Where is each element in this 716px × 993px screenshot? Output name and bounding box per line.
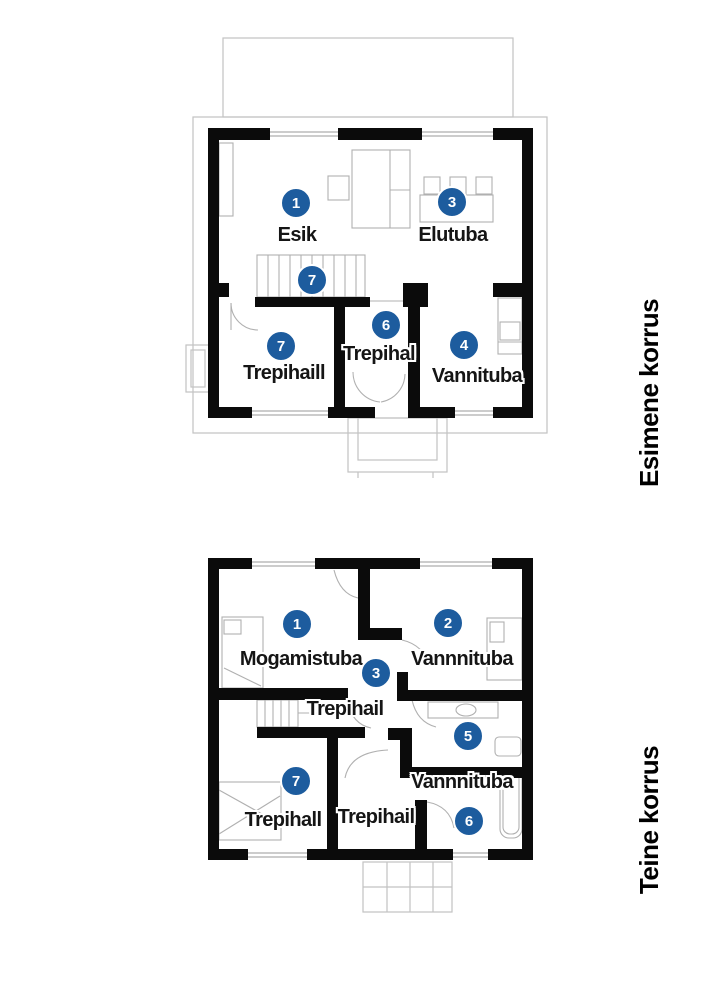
room-badge-esik: 1: [280, 187, 312, 219]
room-label-trepihall-7: Trepihall: [244, 809, 322, 831]
room-badge-trepihal: 6: [370, 309, 402, 341]
room-label-esik: Esik: [277, 224, 317, 246]
room-badge-6: 6: [453, 805, 485, 837]
floor2-windows: [248, 561, 492, 858]
floor1-windows: [252, 131, 493, 416]
room-badge-trepihall-7: 7: [280, 765, 312, 797]
room-label-trepihail-3: Trepihail: [306, 698, 384, 720]
floor2-walls: [208, 558, 533, 860]
room-badge-vannituba: 4: [448, 329, 480, 361]
room-label-vannnituba-6: Vannnituba: [411, 771, 513, 793]
room-label-mogamistuba: Mogamistuba: [239, 648, 363, 670]
room-label-trepihail-bottom: Trepihail: [337, 806, 415, 828]
room-label-vannnituba-2: Vannnituba: [411, 648, 513, 670]
floor2-title: Teine korrus: [634, 745, 664, 895]
room-badge-trepihail-3: 3: [360, 657, 392, 689]
room-badge-elutuba: 3: [436, 186, 468, 218]
room-badge-mogamistuba: 1: [281, 608, 313, 640]
room-badge-vannnituba-2: 2: [432, 607, 464, 639]
floor2-outlines: [362, 861, 453, 913]
room-label-trepihaill: Trepihaill: [243, 362, 325, 384]
room-badge-trepihaill: 7: [265, 330, 297, 362]
stairs-badge: 7: [296, 264, 328, 296]
floor1-outlines: [185, 37, 548, 478]
room-badge-5: 5: [452, 720, 484, 752]
room-label-vannituba: Vannituba: [431, 365, 523, 387]
floor2-furniture: [218, 569, 523, 841]
room-label-trepihal: Trepihal: [343, 343, 415, 365]
room-label-elutuba: Elutuba: [418, 224, 488, 246]
floor1-walls: [208, 128, 533, 418]
floor1-title: Esimene korrus: [634, 298, 664, 488]
